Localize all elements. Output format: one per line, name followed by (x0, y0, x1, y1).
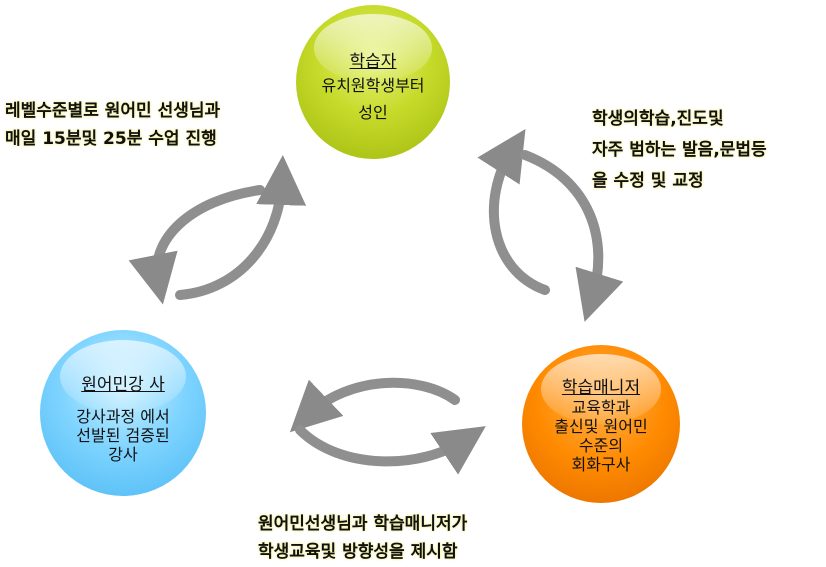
note-line: 원어민선생님과 학습매니저가 (258, 514, 468, 534)
arrow-bottom-right (295, 425, 486, 475)
learner-node: 학습자 유치원학생부터 성인 (296, 5, 450, 159)
arrow-left-up (175, 155, 307, 300)
manager-title: 학습매니저 (561, 378, 641, 398)
note-left: 레벨수준별로 원어민 선생님과 매일 15분및 25분 수업 진행 (5, 97, 220, 153)
arrow-right-up (477, 128, 550, 295)
teacher-line: 선발된 검증된 (76, 426, 170, 445)
manager-line: 출신및 원어민 (554, 417, 648, 436)
learner-line: 유치원학생부터 (321, 76, 425, 95)
teacher-line: 강사과정 에서 (76, 407, 170, 426)
note-line: 을 수정 및 교정 (592, 171, 704, 191)
manager-line: 교육학과 (571, 398, 631, 417)
note-line: 학생의학습,진도및 (592, 109, 724, 129)
note-bottom: 원어민선생님과 학습매니저가 학생교육및 방향성을 제시함 (258, 510, 467, 566)
teacher-title: 원어민강 사 (81, 375, 165, 395)
manager-line: 수준의 (578, 436, 624, 455)
note-line: 매일 15분및 25분 수업 진행 (5, 129, 217, 149)
arrow-right-down (520, 150, 624, 322)
learner-title: 학습자 (349, 52, 397, 72)
arrow-left-down (128, 185, 265, 305)
teacher-node: 원어민강 사 강사과정 에서 선발된 검증된 강사 (40, 330, 206, 496)
note-line: 학생교육및 방향성을 제시함 (258, 542, 458, 562)
learner-line: 성인 (358, 103, 388, 122)
note-right: 학생의학습,진도및 자주 범하는 발음,문법등 을 수정 및 교정 (592, 104, 767, 197)
note-line: 자주 범하는 발음,문법등 (592, 140, 767, 160)
note-line: 레벨수준별로 원어민 선생님과 (5, 101, 221, 121)
manager-node: 학습매니저 교육학과 출신및 원어민 수준의 회화구사 (522, 345, 680, 503)
manager-line: 회화구사 (571, 455, 631, 474)
arrow-bottom-left (289, 377, 460, 433)
teacher-line: 강사 (108, 445, 138, 464)
